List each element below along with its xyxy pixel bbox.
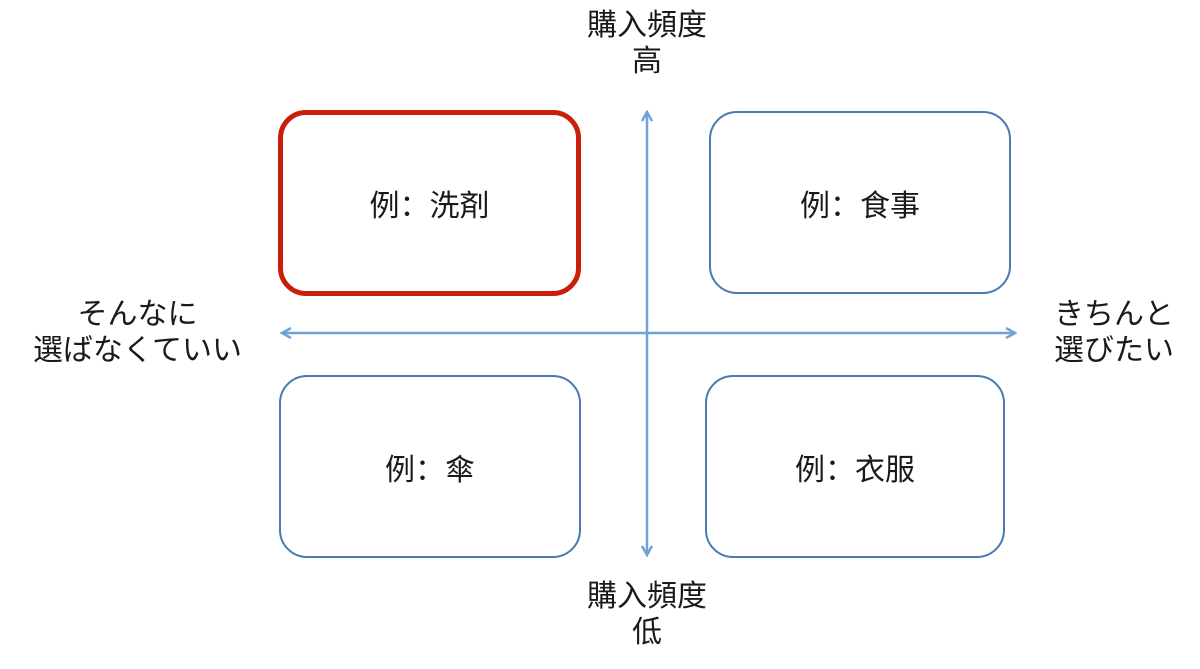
quadrant-top-left: 例：洗剤 [278, 110, 581, 296]
axis-label-right: きちんと 選びたい [1030, 297, 1198, 369]
axis-label-top-line1: 購入頻度 [587, 8, 707, 43]
quadrant-bottom-left-label: 例：傘 [385, 452, 475, 488]
axis-label-left-line2: 選ばなくていい [32, 333, 243, 368]
axis-label-right-line1: きちんと [1054, 297, 1174, 332]
axis-label-top: 購入頻度 高 [547, 8, 747, 80]
axis-label-bottom-line1: 購入頻度 [587, 579, 707, 614]
quadrant-top-right-label: 例：食事 [800, 188, 920, 224]
axis-label-bottom-line2: 低 [632, 615, 662, 650]
quadrant-top-left-label: 例：洗剤 [369, 189, 490, 224]
axis-label-left-line1: そんなに [77, 297, 198, 332]
axis-label-top-line2: 高 [632, 44, 662, 79]
axis-label-right-line2: 選びたい [1054, 333, 1174, 368]
axis-label-left: そんなに 選ばなくていい [0, 297, 275, 369]
quadrant-top-right: 例：食事 [709, 111, 1011, 294]
axis-label-bottom: 購入頻度 低 [547, 579, 747, 651]
quadrant-bottom-right-label: 例：衣服 [795, 452, 915, 488]
quadrant-bottom-right: 例：衣服 [705, 375, 1005, 558]
quadrant-bottom-left: 例：傘 [279, 375, 581, 558]
